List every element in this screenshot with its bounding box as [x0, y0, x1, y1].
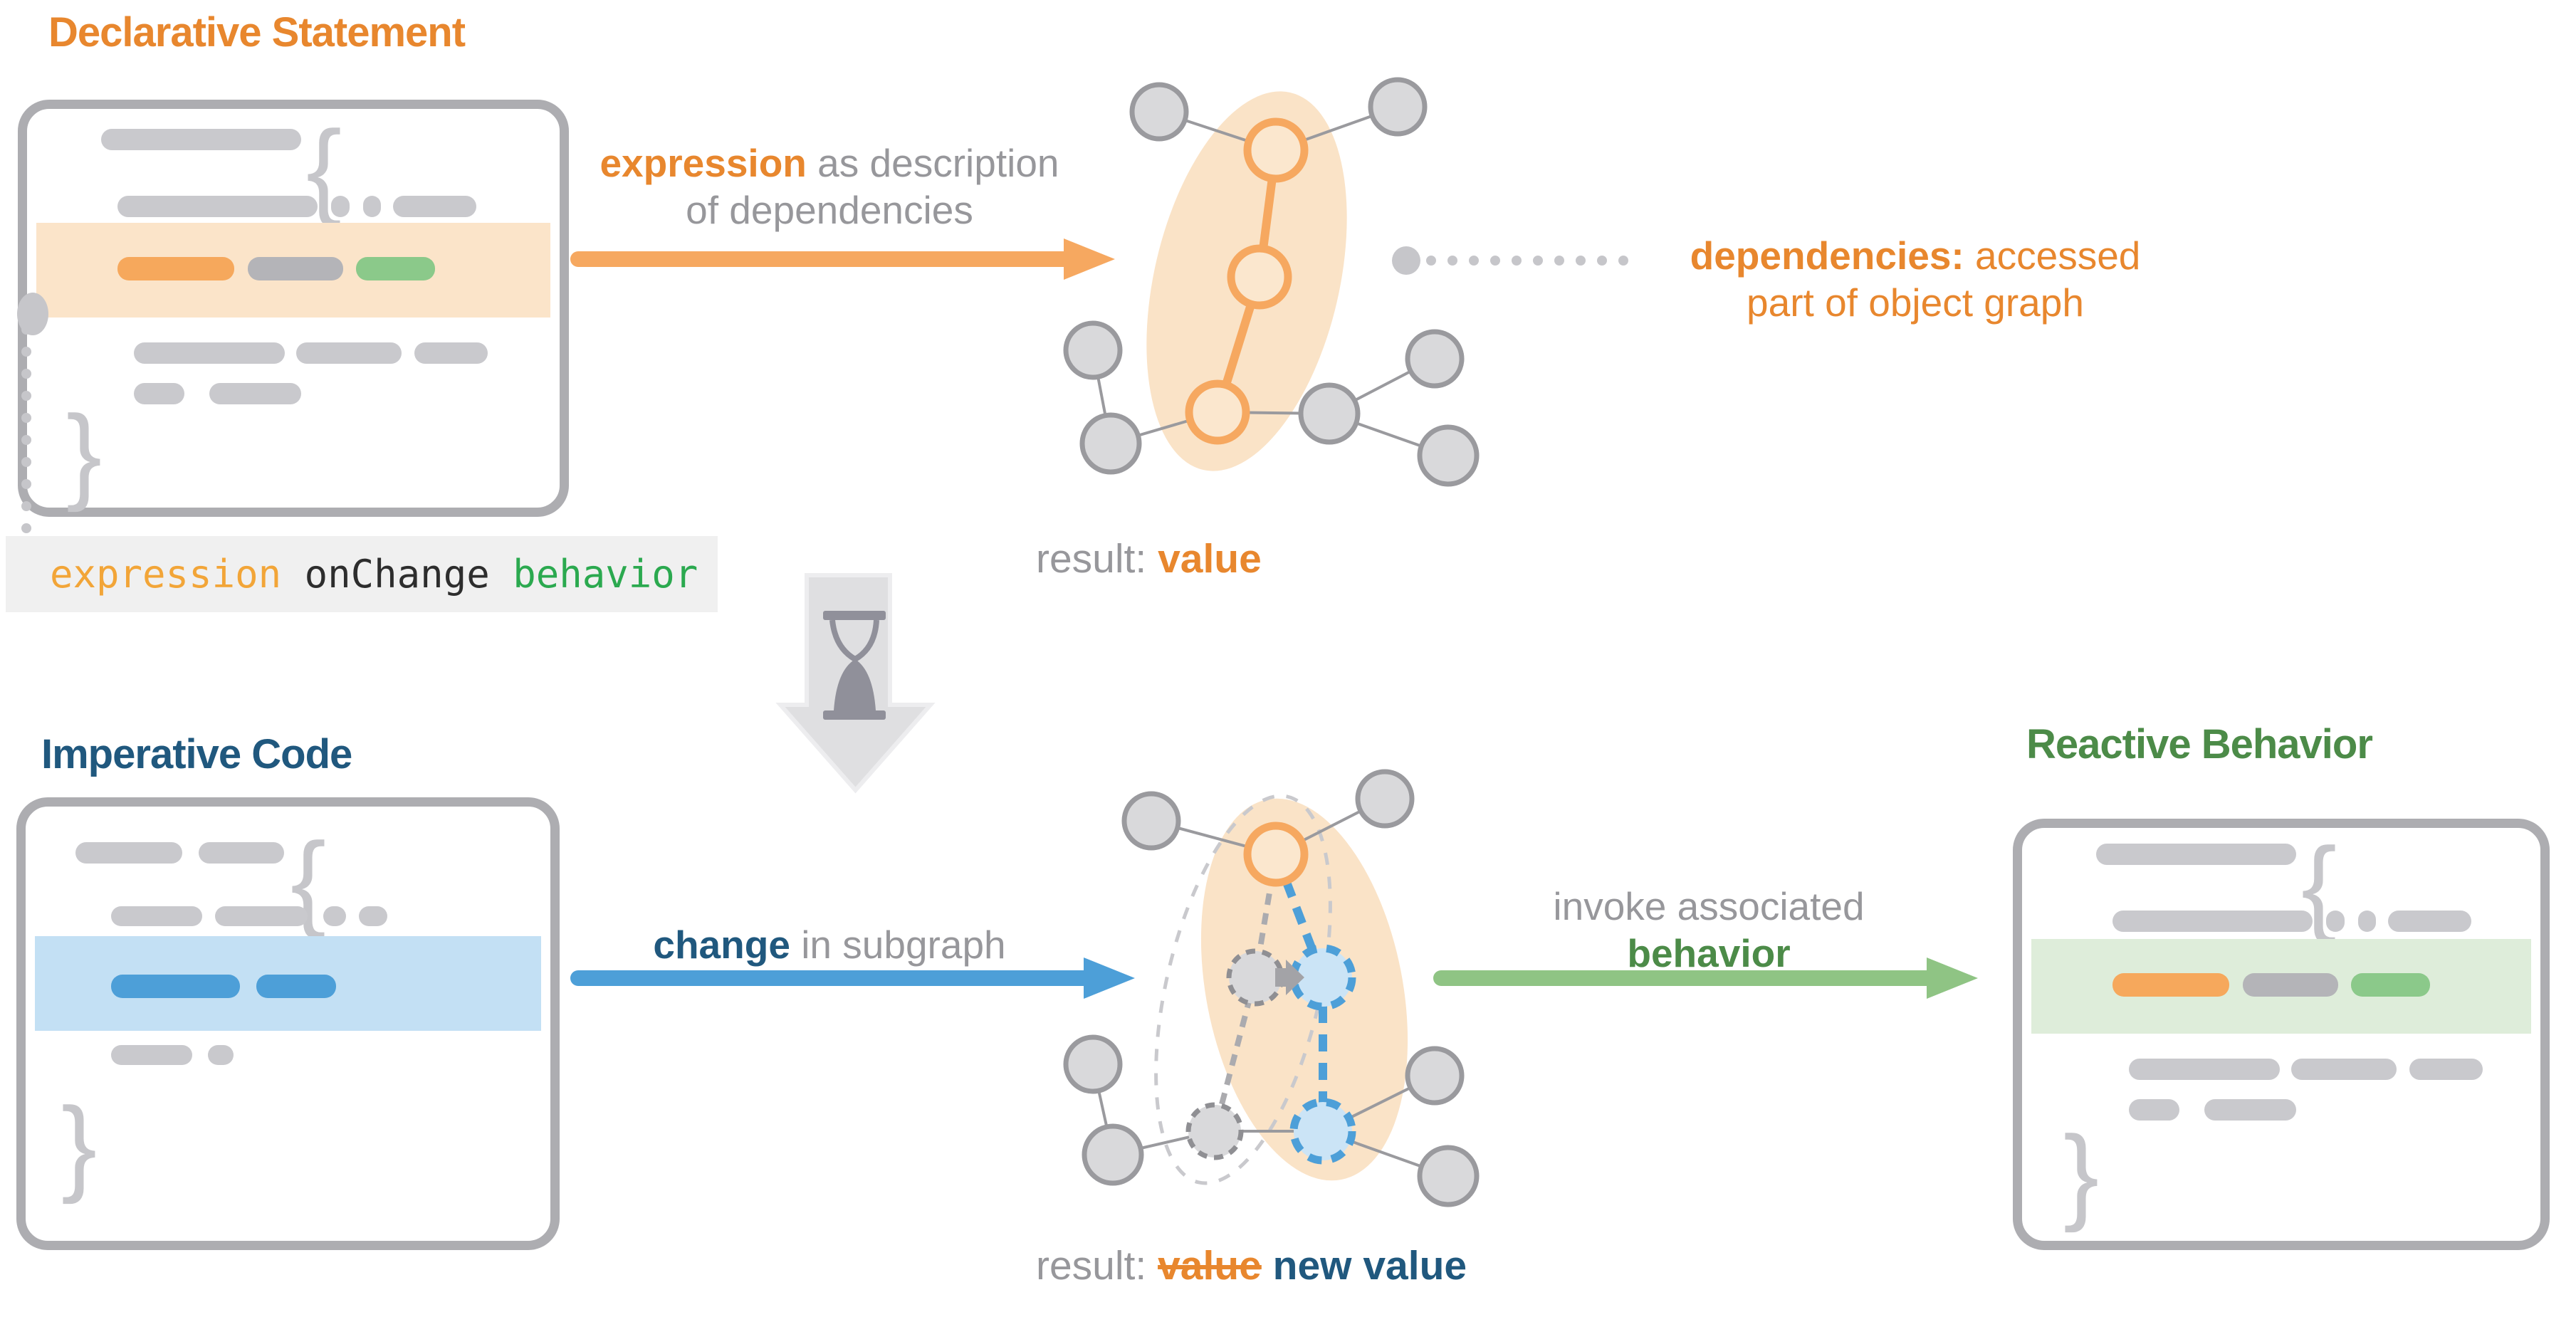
code-line-bar	[199, 842, 284, 864]
result-value-text: result: value	[1036, 536, 1262, 582]
code-line-bar	[2112, 911, 2313, 932]
code-line-bar	[296, 342, 402, 364]
hourglass-icon	[823, 611, 886, 720]
graph-nodes	[1063, 77, 1480, 487]
code-token-dot	[363, 196, 381, 217]
code-token-dot	[323, 906, 346, 926]
code-line-bar	[2129, 1059, 2280, 1080]
behavior-token-bar	[2351, 973, 2430, 997]
code-line-bar	[2129, 1099, 2179, 1121]
time-transition-arrow	[775, 573, 936, 794]
code-line-bar	[215, 906, 308, 926]
code-line-bar	[134, 342, 285, 364]
statement-snippet: expression onChange behavior	[6, 536, 718, 612]
code-line-bar	[2409, 1059, 2483, 1080]
object-graph-dependencies	[1063, 77, 1637, 487]
code-line-bar	[75, 842, 182, 864]
expression-arrow	[570, 238, 1115, 280]
close-brace: }	[61, 1085, 98, 1205]
graph-nodes	[1063, 769, 1480, 1207]
expression-token-bar	[2112, 973, 2229, 997]
code-line-bar	[117, 196, 318, 217]
result-new-value-text: result: value new value	[1036, 1243, 1467, 1289]
code-line-bar	[414, 342, 488, 364]
close-brace: }	[66, 393, 103, 513]
object-graph-changed	[1063, 769, 1480, 1207]
code-line-bar	[134, 383, 184, 404]
code-line-bar	[393, 196, 476, 217]
code-line-bar	[111, 1045, 192, 1065]
snippet-onchange-token: onChange	[304, 552, 490, 597]
code-token-dot	[331, 196, 350, 217]
code-token-dot	[359, 906, 387, 926]
code-token-dot	[2326, 911, 2345, 932]
code-token-dot	[2358, 911, 2376, 932]
reactive-title: Reactive Behavior	[2026, 721, 2373, 767]
code-line-bar	[2388, 911, 2471, 932]
behavior-token-bar	[356, 257, 435, 280]
code-line-bar	[101, 129, 301, 150]
snippet-behavior-token: behavior	[513, 552, 698, 597]
close-brace: }	[2063, 1113, 2100, 1233]
old-node	[1185, 1102, 1244, 1160]
declarative-code-box: { }	[17, 100, 569, 517]
expression-arrow-label: expression as description of dependencie…	[600, 141, 1059, 232]
code-line-bar	[209, 383, 301, 404]
node-replace-arrow-icon	[1275, 960, 1304, 995]
code-line-bar	[2291, 1059, 2397, 1080]
dependency-root-node	[1243, 822, 1309, 887]
imperative-title: Imperative Code	[41, 731, 352, 777]
callout-dot	[1392, 246, 1420, 275]
imperative-code-box: { }	[16, 797, 560, 1250]
onchange-token-bar	[248, 257, 343, 280]
change-arrow	[570, 957, 1135, 999]
dependencies-callout: dependencies: accessed part of object gr…	[1690, 234, 2141, 325]
changed-node	[1289, 944, 1356, 1011]
onchange-token-bar	[2243, 973, 2338, 997]
old-value-strikethrough: value	[1158, 1243, 1262, 1289]
changed-node	[1289, 1098, 1356, 1165]
code-token-dot	[208, 1045, 234, 1065]
code-line-bar	[111, 906, 202, 926]
code-line-bar	[2204, 1099, 2296, 1121]
behavior-arrow	[1433, 957, 1978, 999]
expression-token-bar	[117, 257, 234, 280]
invoke-arrow-label: invoke associated behavior	[1553, 884, 1865, 975]
declarative-title: Declarative Statement	[48, 9, 466, 56]
old-node	[1226, 948, 1284, 1007]
change-token-bar	[256, 975, 336, 998]
dotted-connector	[21, 325, 31, 539]
dependency-nodes	[1185, 117, 1309, 445]
code-line-bar	[2096, 844, 2296, 865]
change-arrow-label: change in subgraph	[653, 923, 1006, 967]
reactive-code-box: { }	[2013, 819, 2550, 1250]
snippet-expression-token: expression	[50, 552, 282, 597]
change-token-bar	[111, 975, 240, 998]
